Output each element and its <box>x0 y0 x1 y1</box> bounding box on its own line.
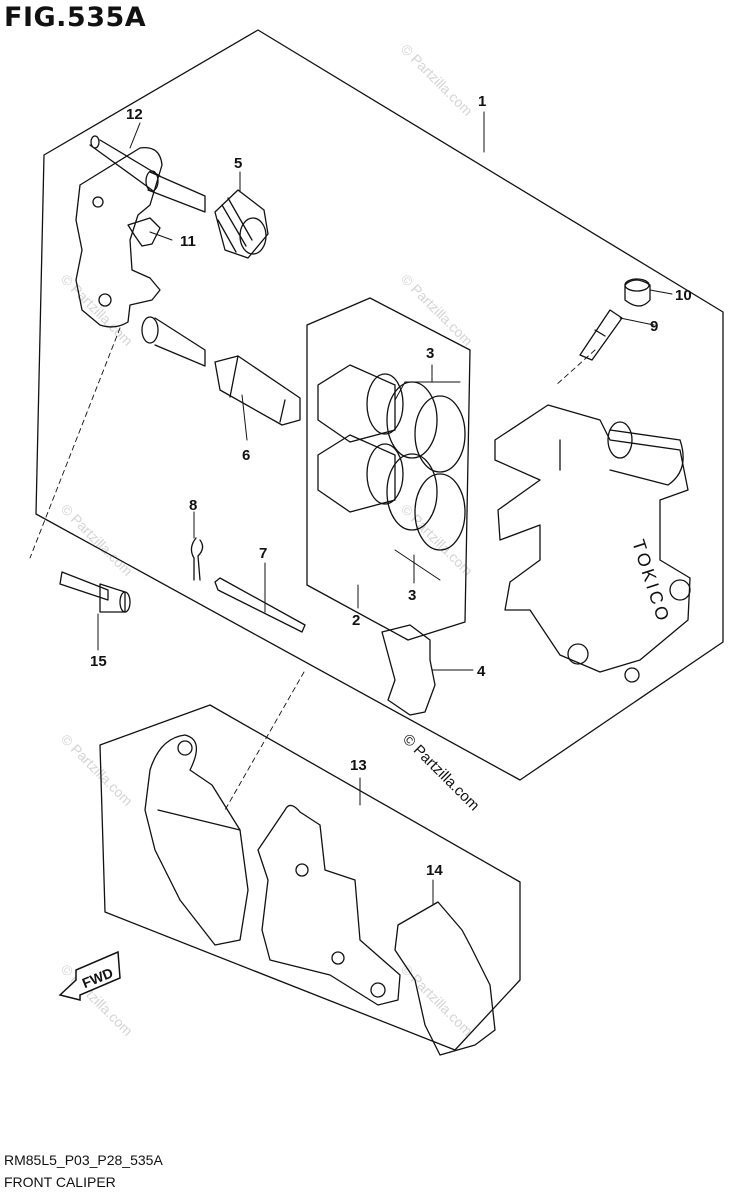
callout-14: 14 <box>426 862 443 879</box>
pistons-and-seals <box>306 297 471 641</box>
caliper-body <box>494 404 691 683</box>
callout-13: 13 <box>350 757 367 774</box>
slide-pin-lower <box>141 316 301 426</box>
assembly-13-outline <box>99 704 521 1051</box>
figure-name: FRONT CALIPER <box>4 1174 116 1190</box>
slide-pin-upper <box>145 170 206 213</box>
callout-7: 7 <box>259 545 267 562</box>
callout-10: 10 <box>675 287 692 304</box>
caliper-bracket <box>75 135 163 328</box>
callout-12: 12 <box>126 106 143 123</box>
dust-boot <box>214 189 269 259</box>
bolt <box>59 571 131 613</box>
callout-11: 11 <box>180 233 196 250</box>
pad-pin <box>214 577 306 633</box>
watermark: © Partzilla.com <box>58 271 136 349</box>
callout-1: 1 <box>478 93 486 110</box>
brake-pad-outer <box>257 804 401 1006</box>
watermark: © Partzilla.com <box>398 501 476 579</box>
pad-spring <box>381 624 436 716</box>
watermark: © Partzilla.com <box>58 501 136 579</box>
callout-3a: 3 <box>426 345 434 362</box>
brake-pad-inner <box>144 734 249 946</box>
caliper-brand: TOKICO <box>628 537 674 626</box>
callouts: 1 2 3 3 4 5 6 7 8 9 10 11 12 13 14 15 <box>90 93 692 879</box>
callout-9: 9 <box>650 318 658 335</box>
callout-4: 4 <box>477 663 486 680</box>
callout-5: 5 <box>234 155 242 172</box>
cotter-pin <box>190 537 204 581</box>
bleeder-and-cap <box>579 278 651 361</box>
watermark: © Partzilla.com <box>58 731 136 809</box>
shim <box>394 901 496 1056</box>
site-watermark: © Partzilla.com <box>399 731 482 814</box>
callout-3b: 3 <box>408 587 416 604</box>
watermark: © Partzilla.com <box>398 41 476 119</box>
callout-15: 15 <box>90 653 107 670</box>
retainer-clip <box>127 217 161 247</box>
figure-code: RM85L5_P03_P28_535A <box>4 1152 163 1168</box>
callout-6: 6 <box>242 447 250 464</box>
watermark: © Partzilla.com <box>398 271 476 349</box>
callout-2: 2 <box>352 612 360 629</box>
callout-8: 8 <box>189 497 197 514</box>
assembly-1-outline <box>35 29 724 781</box>
figure-title: FIG.535A <box>4 2 147 33</box>
